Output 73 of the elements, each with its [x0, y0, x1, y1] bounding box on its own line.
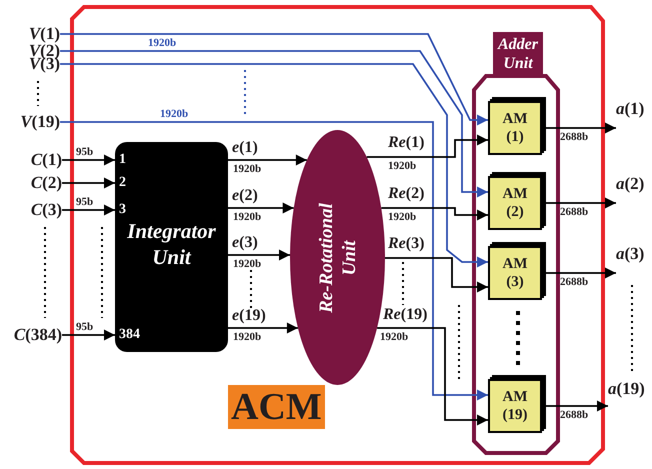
arrow [60, 121, 488, 400]
bit-width-label: 1920b [388, 160, 416, 172]
module-stack [488, 375, 546, 433]
edge-label: 2688b [560, 206, 588, 218]
group-title: Adder Unit [493, 32, 543, 76]
arrow [546, 400, 608, 412]
integrator-block [115, 142, 228, 352]
arrow [228, 202, 294, 214]
edge-label: Re(3) [388, 234, 424, 254]
signal-label: a(1) [616, 100, 652, 130]
edge-label: 1920b [148, 37, 176, 49]
arrow [62, 330, 115, 340]
port-number: 384 [119, 327, 140, 343]
bit-width-label: 1920b [233, 163, 262, 175]
edge-label: Re(1) [388, 133, 424, 153]
bit-width-label: 1920b [380, 331, 408, 343]
arrow [381, 207, 488, 220]
bit-width-label: 1920b [233, 211, 262, 223]
module-label: AM (19) [502, 388, 528, 424]
signal-label: V(19) [4, 113, 60, 131]
arrow [228, 322, 298, 334]
acm-label: ACM [228, 385, 325, 429]
adder-group [472, 32, 560, 455]
arrow [60, 63, 488, 268]
port-number: 2 [119, 175, 126, 191]
arrow [546, 268, 616, 278]
arrow [62, 178, 115, 188]
edge-label: e(19) [232, 306, 266, 326]
signal-label: C(3) [14, 201, 62, 219]
edge-label: 2688b [560, 409, 588, 421]
signal-label: C(2) [14, 174, 62, 192]
signal-label: V(1) [12, 25, 60, 43]
edge-label: e(1) [232, 138, 258, 158]
arrow [62, 154, 115, 166]
acm-frame [70, 5, 605, 465]
bit-width-label: 1920b [233, 258, 262, 270]
block-title: Integrator Unit [126, 218, 217, 270]
edge-label: 95b [76, 146, 94, 158]
edge-label: e(2) [232, 186, 258, 206]
edge-label: e(3) [232, 233, 258, 253]
signal-label: C(384) [2, 326, 62, 344]
arrow [546, 122, 616, 134]
bit-width-label: 1920b [233, 331, 262, 343]
arrow [546, 198, 616, 208]
edge-label: 2688b [560, 276, 588, 288]
arrow [385, 257, 488, 292]
module-label: AM (1) [502, 110, 528, 146]
edge-label: Re(2) [388, 184, 424, 204]
arrow [60, 50, 488, 198]
edge-label: 1920b [160, 108, 188, 120]
arrow [228, 250, 290, 260]
port-number: 1 [119, 152, 126, 168]
edge-label: Re(19) [383, 305, 428, 325]
arrow [377, 327, 488, 426]
edge-label: 95b [76, 196, 94, 208]
arrow [62, 204, 115, 216]
module-label: AM (3) [502, 255, 528, 291]
signal-label: C(1) [14, 151, 62, 169]
block-title: Re-Rotational Unit [314, 202, 360, 315]
bit-width-label: 1920b [388, 211, 416, 223]
arrow [228, 154, 307, 166]
edge-label: 2688b [560, 131, 588, 143]
module-label: AM (2) [502, 185, 528, 221]
module-stack [488, 172, 546, 230]
port-number: 3 [119, 202, 126, 218]
module-stack [488, 97, 546, 155]
module-stack [488, 242, 546, 300]
arrow [60, 33, 488, 126]
signal-label: a(19) [608, 380, 652, 410]
signal-label: a(2) [616, 175, 652, 205]
edge-label: 95b [76, 321, 94, 333]
signal-label: a(3) [616, 245, 652, 275]
arrow [366, 134, 488, 158]
